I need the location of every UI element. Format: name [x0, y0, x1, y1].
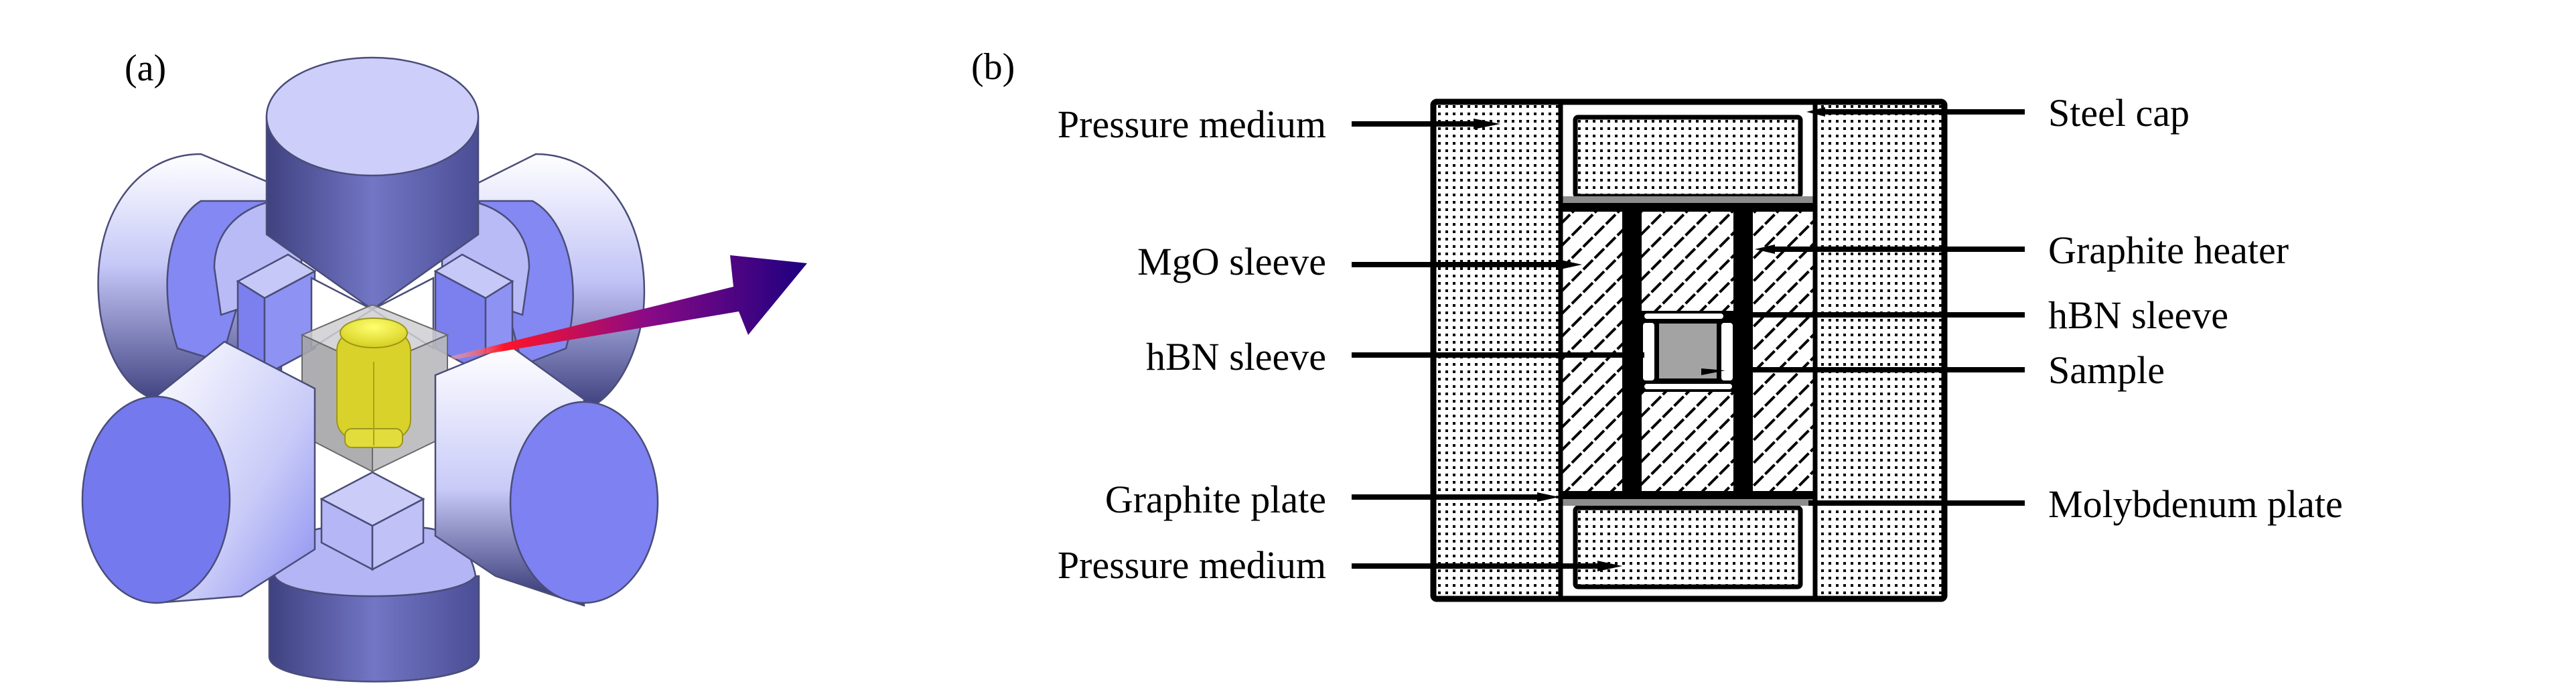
right-leader-lines [1701, 107, 2025, 506]
pressure-medium-left-column [1433, 102, 1561, 599]
label-hbn-sleeve-left: hBN sleeve [1146, 335, 1326, 378]
molybdenum-plate-bottom [1561, 491, 1815, 499]
steel-cap-bottom [1573, 505, 1803, 589]
label-graphite-plate: Graphite plate [1105, 478, 1326, 521]
label-hbn-sleeve-right: hBN sleeve [2048, 293, 2228, 337]
hbn-wall-left [1643, 323, 1654, 380]
hbn-cap-top [1644, 314, 1723, 319]
anvil-bottom [268, 471, 480, 683]
cubic-press-illustration [81, 56, 807, 683]
anvil-front-left [81, 340, 316, 604]
hbn-wall-right [1721, 323, 1733, 380]
cell-assembly-cross-section [1430, 98, 1948, 602]
mgo-plug-bottom [1642, 392, 1733, 491]
graphite-heater-left [1622, 212, 1642, 491]
graphite-plate-top [1561, 196, 1815, 203]
anvil-top [265, 56, 480, 311]
label-steel-cap: Steel cap [2048, 91, 2190, 135]
right-labels: Steel cap Graphite heater hBN sleeve Sam… [2048, 91, 2343, 526]
xray-beam-arrow [451, 255, 807, 360]
steel-cap-top [1573, 115, 1803, 199]
anvil-front-right [434, 344, 659, 607]
label-pressure-medium-top: Pressure medium [1058, 102, 1326, 146]
left-labels: Pressure medium MgO sleeve hBN sleeve Gr… [1058, 102, 1326, 587]
panel-a-label: (a) [125, 48, 166, 89]
panel-b: (b) [971, 46, 2343, 602]
label-molybdenum-plate: Molybdenum plate [2048, 482, 2343, 526]
graphite-heater-right [1733, 212, 1753, 491]
panel-b-label: (b) [971, 46, 1015, 88]
left-leader-lines [1352, 119, 1644, 571]
mgo-plug-top [1642, 212, 1733, 311]
molybdenum-plate-top [1561, 203, 1815, 212]
label-sample: Sample [2048, 348, 2165, 392]
cell-outer-border [1430, 98, 1948, 602]
pressure-medium-right-column [1815, 102, 1942, 599]
hbn-cap-bottom [1644, 384, 1732, 389]
label-mgo-sleeve: MgO sleeve [1137, 240, 1326, 283]
label-graphite-heater: Graphite heater [2048, 228, 2289, 272]
mgo-sleeve-right [1753, 212, 1814, 491]
graphite-plate-bottom [1561, 499, 1815, 506]
mgo-sleeve-left [1563, 212, 1622, 491]
sample-capsule [336, 318, 411, 448]
panel-a: (a) [81, 48, 807, 683]
label-pressure-medium-bottom: Pressure medium [1058, 543, 1326, 587]
